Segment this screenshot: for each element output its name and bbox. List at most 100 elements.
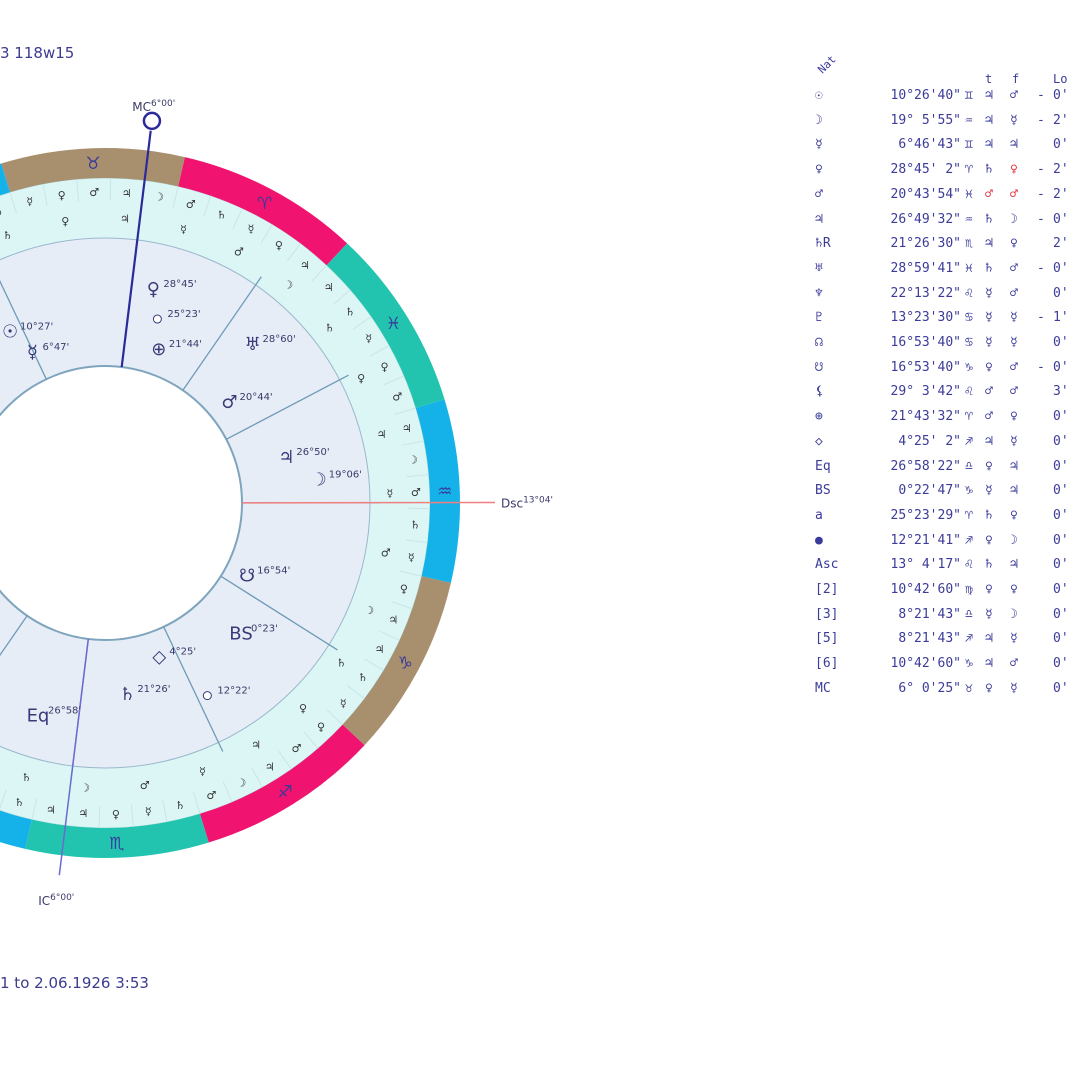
point-glyph: ♄R [815, 236, 831, 252]
face-ruler: ♃ [1010, 557, 1018, 573]
sign-glyph: ♐ [965, 532, 973, 548]
zodiac-sign-glyph: ♒ [437, 482, 452, 502]
zodiac-sign-glyph: ♉ [86, 154, 101, 174]
point-glyph: ☊ [815, 335, 823, 350]
band-divider [400, 570, 422, 577]
longitude-offset: 0' [1053, 582, 1069, 597]
point-glyph: [3] [815, 606, 839, 622]
position: 6° 0'25" [898, 680, 961, 696]
house-cusp-9 [182, 276, 262, 391]
term-ruler: ♄ [985, 162, 993, 178]
planet-glyph: ♄ [119, 684, 135, 705]
sign-glyph: ♑ [965, 359, 973, 375]
band-glyph: ☽ [364, 604, 374, 617]
point-glyph: ♀ [815, 162, 823, 178]
face-ruler: ♀ [1010, 162, 1018, 178]
band-glyph: ♄ [14, 796, 24, 809]
band-glyph: ♃ [46, 803, 56, 816]
band-glyph: ☽ [154, 191, 164, 204]
position: 29° 3'42" [890, 384, 961, 400]
zodiac-sector-11 [326, 243, 445, 408]
band-glyph: ☽ [408, 454, 418, 467]
motion-sign: - [1037, 186, 1045, 202]
ic-line [58, 638, 90, 876]
face-ruler: ♂ [1010, 656, 1018, 672]
zodiac-sector-10 [415, 399, 460, 583]
band-glyph: ☽ [80, 781, 90, 794]
point-glyph: [6] [815, 656, 839, 672]
mc-label: MC6°00' [132, 99, 175, 114]
zodiac-sector-0 [178, 157, 348, 266]
face-ruler: ☿ [1010, 310, 1018, 326]
house-cusp-8 [225, 374, 349, 440]
band-glyph: ♄ [22, 771, 32, 784]
zodiac-sign-glyph: ♐ [278, 782, 293, 802]
band-glyph: ♀ [380, 361, 388, 374]
band-divider [311, 264, 328, 282]
term-ruler: ♀ [985, 582, 993, 597]
sign-glyph: ♏ [965, 236, 973, 252]
planet-glyph: ⊕ [151, 339, 166, 360]
planet-degree: 26°58' [48, 705, 81, 716]
longitude-offset: 0' [1053, 335, 1069, 350]
band-glyph: ♀ [317, 721, 325, 734]
band-glyph: ♂ [206, 789, 216, 802]
motion-sign: - [1037, 112, 1045, 128]
planet-degree: 28°45' [163, 279, 196, 290]
band-divider [383, 375, 405, 386]
term-ruler: ☿ [985, 310, 993, 326]
term-ruler: ♂ [985, 409, 993, 425]
sign-glyph: ♌ [965, 557, 973, 573]
planet-degree: 10°27' [20, 322, 53, 333]
position: 10°42'60" [890, 582, 961, 597]
zodiac-sector-8 [200, 724, 365, 843]
face-ruler: ☿ [1010, 112, 1018, 128]
band-divider [260, 224, 273, 244]
planet-marker: ☽19°06' [311, 470, 362, 491]
band-divider [0, 789, 7, 810]
face-ruler: ♀ [1010, 409, 1018, 425]
zodiac-sector-7 [25, 813, 209, 858]
planet-degree: 26°50' [296, 447, 329, 458]
face-ruler: ♂ [1010, 186, 1018, 202]
longitude-offset: 0' [1053, 433, 1069, 449]
band-glyph: ♃ [324, 281, 334, 294]
planet-marker: BS0°23' [229, 624, 278, 645]
planet-marker: ♂20°44' [221, 392, 272, 413]
position: 16°53'40" [890, 359, 961, 375]
planet-glyph: ♃ [278, 447, 294, 468]
longitude-offset: 1' [1053, 310, 1069, 326]
position: 20°43'54" [890, 186, 961, 202]
term-ruler: ☿ [985, 483, 993, 499]
point-glyph: a [815, 507, 823, 523]
sign-glyph: ♉ [965, 680, 973, 696]
house-cusp-3 [0, 615, 28, 657]
face-ruler: ♂ [1010, 285, 1018, 301]
point-glyph: Eq [815, 458, 831, 474]
position: 25°23'29" [890, 507, 961, 523]
planet-degree: 4°25' [169, 647, 196, 658]
term-ruler: ♄ [985, 507, 993, 523]
inner-circle [0, 365, 243, 641]
planet-degree: 20°44' [239, 392, 272, 403]
planet-glyph: Eq [27, 705, 50, 726]
planet-marker: ◇4°25' [152, 647, 196, 668]
term-ruler: ☿ [985, 606, 993, 622]
band-glyph: ♃ [78, 807, 88, 820]
longitude-offset: 0' [1053, 359, 1069, 375]
band-divider [9, 192, 17, 214]
zodiac-sector-9 [342, 576, 451, 746]
position: 28°45' 2" [890, 162, 961, 178]
band-divider [406, 474, 429, 478]
motion-sign: - [1037, 211, 1045, 227]
sign-glyph: ♒ [965, 211, 973, 227]
chart-location-info: 3 118w15 [0, 44, 75, 62]
band-glyph: ☿ [386, 487, 393, 500]
band-glyph: ♄ [217, 209, 227, 222]
band-divider [364, 658, 384, 671]
band-divider [130, 804, 134, 827]
face-ruler: ♃ [1010, 483, 1018, 499]
band-glyph: ☽ [236, 777, 246, 790]
term-ruler: ♃ [985, 137, 993, 153]
band-glyph: ☽ [283, 279, 293, 292]
